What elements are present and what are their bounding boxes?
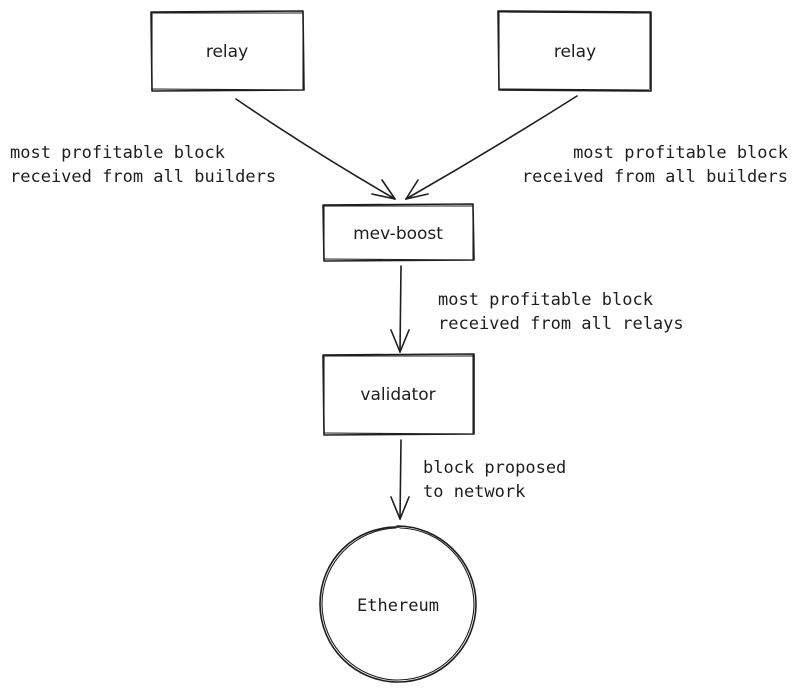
edge-label-mev-to-validator: most profitable block received from all … [438,290,684,334]
ethereum-label: Ethereum [357,596,439,616]
mev-boost-label: mev-boost [353,224,443,244]
edge-label-validator-to-ethereum-line1: block proposed [423,458,566,478]
arrow-mev-boost-to-validator [390,265,410,353]
validator-label: validator [360,385,435,405]
edge-label-relay-left-line2: received from all builders [10,167,276,187]
relay-right-label: relay [554,42,596,62]
validator-node: validator [322,353,475,436]
relay-right-node: relay [497,10,652,92]
edge-label-relay-right-line1: most profitable block [573,143,788,163]
edge-label-relay-left: most profitable block received from all … [10,143,276,187]
edge-label-mev-to-validator-line1: most profitable block [438,290,653,310]
edge-label-validator-to-ethereum-line2: to network [423,482,525,502]
edge-label-relay-right-line2: received from all builders [522,167,788,187]
edge-label-mev-to-validator-line2: received from all relays [438,314,684,334]
arrow-validator-to-ethereum [390,439,410,520]
mev-boost-node: mev-boost [322,203,475,262]
relay-left-node: relay [150,10,305,92]
edge-label-relay-left-line1: most profitable block [10,143,225,163]
edge-label-validator-to-ethereum: block proposed to network [423,458,566,502]
relay-left-label: relay [206,42,248,62]
arrow-relay-left-to-mev-boost [235,98,396,200]
edge-label-relay-right: most profitable block received from all … [522,143,788,187]
ethereum-node: Ethereum [319,525,477,683]
arrow-relay-right-to-mev-boost [405,95,578,200]
